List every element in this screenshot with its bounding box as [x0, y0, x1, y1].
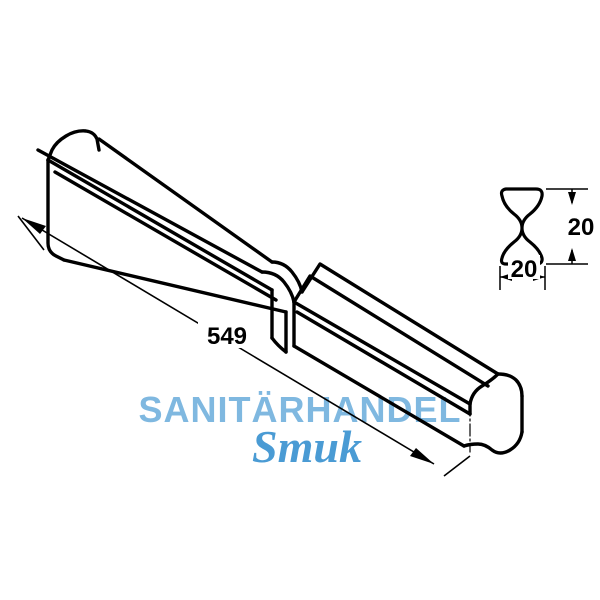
joint-bottom-left	[270, 336, 288, 354]
watermark-line1: SANITÄRHANDEL	[139, 389, 462, 430]
front-face-line-left	[53, 170, 278, 302]
top-groove-trough-right	[292, 274, 490, 388]
dim-arrowhead-left	[22, 218, 46, 234]
left-end-top-notch	[46, 129, 101, 162]
sec-w-text-bg	[508, 255, 540, 279]
right-end-bottom-wave	[462, 430, 524, 455]
section-height-label: 20	[568, 214, 595, 241]
sec-h-arrow-bottom	[568, 248, 576, 261]
sec-h-arrow-top	[568, 192, 576, 205]
centre-joint	[260, 260, 304, 354]
dim-549-label: 549	[207, 323, 247, 350]
section-width-label: 20	[511, 256, 538, 283]
right-end-top-back	[496, 372, 524, 398]
cross-section-detail: 20 20	[499, 187, 595, 290]
dim-ext-line-left	[17, 215, 45, 251]
left-end-side	[46, 158, 66, 262]
main-body	[36, 129, 524, 455]
bottom-front-edge-right	[292, 344, 466, 448]
top-back-ridge-right	[300, 262, 500, 376]
right-end-top-notch	[468, 372, 500, 406]
top-groove-trough-left	[36, 148, 264, 274]
dim-ext-line-right	[443, 455, 471, 477]
top-front-ridge-right	[292, 300, 472, 406]
bottom-front-edge-left	[62, 258, 288, 314]
section-profile-outline	[499, 187, 544, 266]
watermark: SANITÄRHANDEL Smuk	[139, 389, 462, 472]
dim-549-text-bg	[198, 322, 256, 348]
right-segment	[292, 262, 524, 455]
joint-top-curve-inner	[270, 260, 304, 294]
watermark-line2: Smuk	[252, 421, 362, 472]
top-back-ridge-left	[97, 137, 274, 264]
dim-arrowhead-right	[410, 448, 434, 464]
left-segment	[36, 129, 288, 314]
front-face-line-right	[295, 310, 472, 416]
top-front-ridge-left	[46, 158, 274, 292]
joint-top-curve	[260, 270, 296, 304]
